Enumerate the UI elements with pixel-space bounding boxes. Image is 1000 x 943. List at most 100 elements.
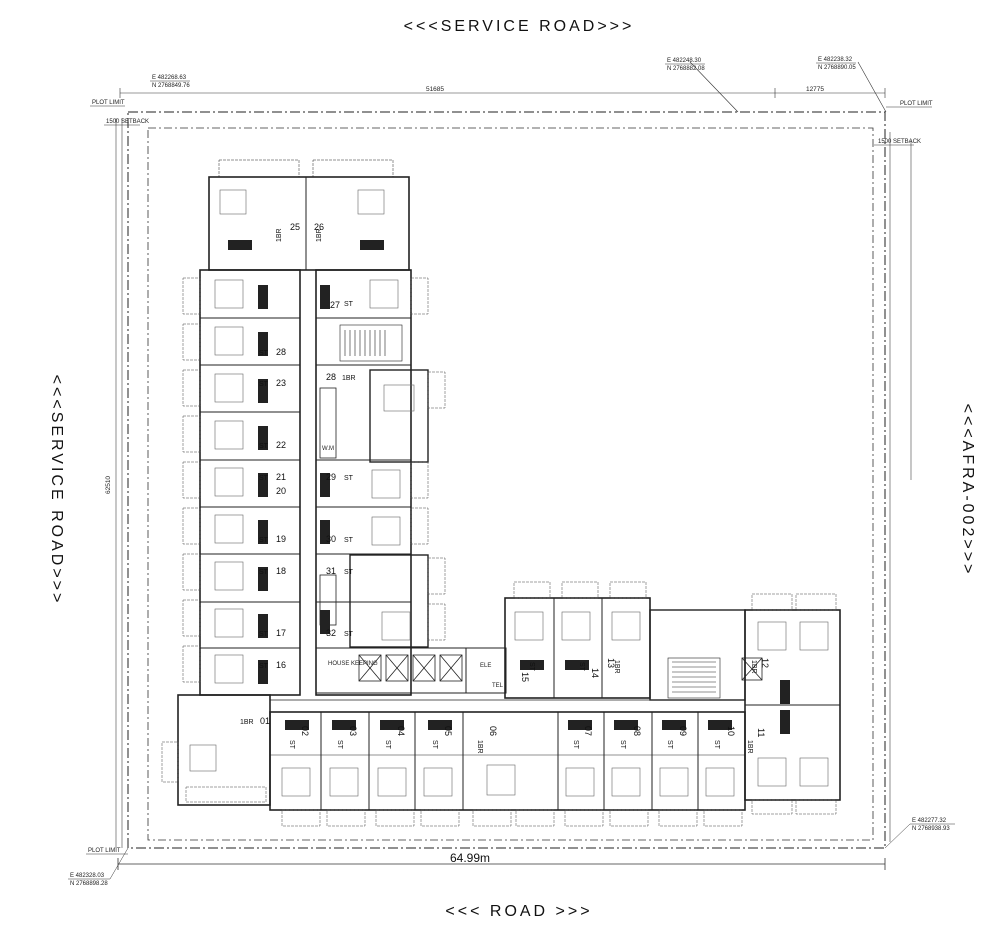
svg-text:N 2768849.76: N 2768849.76 [152, 83, 190, 89]
wm-room-label: W.M [322, 446, 334, 452]
svg-text:N 2768890.05: N 2768890.05 [818, 65, 856, 71]
stair-core-lower [667, 657, 721, 699]
svg-text:ST: ST [259, 569, 269, 576]
building-footprint [177, 159, 841, 811]
svg-text:ST: ST [344, 475, 354, 482]
svg-text:N 2768898.28: N 2768898.28 [70, 881, 108, 887]
unit-08: 08 [632, 726, 642, 736]
studio-labels-bottom-wing: ST ST ST ST ST ST ST ST ST ST 1BR 1BR 1B… [288, 660, 757, 754]
unit-17: 17 [276, 628, 286, 638]
road-label-left: <<<SERVICE ROAD>>> [48, 375, 65, 606]
unit-01: 01 [260, 716, 270, 726]
svg-text:ST: ST [578, 662, 585, 672]
service-room-labels: HOUSE KEEPING ELE TEL W.M [322, 446, 504, 689]
unit-12: 12 [760, 658, 770, 668]
svg-text:PLOT LIMIT: PLOT LIMIT [900, 101, 933, 107]
unit-28-top: 28 [276, 347, 286, 357]
plot-limit-tag-top-left: PLOT LIMIT [90, 100, 125, 107]
svg-text:1BR: 1BR [342, 375, 356, 382]
unit-07: 07 [583, 726, 593, 736]
svg-text:1BR: 1BR [276, 228, 283, 242]
coord-top-left: E 482268.63 N 2768849.76 [150, 75, 190, 89]
road-label-bottom: <<< ROAD >>> [445, 903, 592, 920]
unit-27: 27 [330, 300, 340, 310]
balconies-bottom [281, 581, 837, 827]
svg-text:E 482277.32: E 482277.32 [912, 818, 947, 824]
coord-top-mid: E 482248.30 N 2768882.08 [665, 58, 705, 72]
svg-text:ST: ST [259, 475, 269, 482]
unit-28-1br: 28 [326, 372, 336, 382]
unit-06: 06 [488, 726, 498, 736]
svg-text:ST: ST [344, 537, 354, 544]
svg-text:N 2768882.08: N 2768882.08 [667, 66, 705, 72]
unit-05: 05 [443, 726, 453, 736]
unit-30: 30 [326, 534, 336, 544]
dimension-bottom: 64.99m [450, 851, 490, 865]
setback-tag-top-left: 1500 SETBACK [104, 119, 149, 126]
unit-11: 11 [756, 728, 766, 737]
unit-20: 20 [276, 486, 286, 496]
svg-text:1BR: 1BR [613, 660, 620, 674]
svg-text:1BR: 1BR [240, 719, 254, 726]
unit-16: 16 [276, 660, 286, 670]
stair-core-upper [339, 324, 403, 362]
coord-bottom-right: E 482277.32 N 2768938.93 [884, 818, 955, 849]
svg-text:ST: ST [713, 740, 720, 750]
svg-text:PLOT LIMIT: PLOT LIMIT [88, 848, 121, 854]
dimension-left: 62510 [105, 476, 112, 494]
svg-text:ST: ST [344, 301, 354, 308]
unit-03: 03 [348, 726, 358, 736]
furniture-outlines [189, 189, 829, 797]
svg-text:ST: ST [384, 740, 391, 750]
studio-labels-left-wing: ST ST ST ST ST ST ST ST ST ST ST ST ST 1… [240, 228, 356, 726]
svg-text:PLOT LIMIT: PLOT LIMIT [92, 100, 125, 106]
svg-text:ST: ST [259, 350, 269, 357]
setback-line [147, 127, 874, 841]
svg-text:ST: ST [619, 740, 626, 750]
plot-limit-tag-bottom-left: PLOT LIMIT [86, 848, 128, 855]
svg-text:E 482238.32: E 482238.32 [818, 57, 853, 63]
house-keeping-label: HOUSE KEEPING [328, 661, 378, 667]
unit-29: 29 [326, 472, 336, 482]
unit-21: 21 [276, 472, 286, 482]
road-label-right: <<<AFRA-002>>> [959, 404, 976, 577]
setback-tag-top-right: 1500 SETBACK [874, 139, 921, 146]
unit-partitions [200, 317, 840, 810]
svg-text:E 482248.30: E 482248.30 [667, 58, 702, 64]
unit-13: 13 [606, 658, 616, 668]
ele-room-label: ELE [480, 663, 491, 669]
svg-text:N 2768938.93: N 2768938.93 [912, 826, 950, 832]
svg-text:1BR: 1BR [746, 740, 753, 754]
unit-19: 19 [276, 534, 286, 544]
interior-fixtures [228, 240, 790, 734]
unit-22: 22 [276, 440, 286, 450]
unit-labels-left-wing: 25 26 27 28 23 22 21 20 29 19 30 18 31 1… [260, 222, 340, 726]
svg-text:ST: ST [666, 740, 673, 750]
svg-text:ST: ST [259, 381, 269, 388]
unit-09: 09 [678, 726, 688, 736]
svg-text:ST: ST [336, 740, 343, 750]
unit-15: 15 [520, 672, 530, 682]
balconies-left [161, 277, 446, 803]
tel-room-label: TEL [492, 683, 504, 689]
unit-02: 02 [300, 726, 310, 736]
corridors [270, 270, 745, 713]
unit-25: 25 [290, 222, 300, 232]
svg-text:ST: ST [259, 663, 269, 670]
unit-26: 26 [314, 222, 324, 232]
plot-limit-tag-top-right: PLOT LIMIT [886, 101, 933, 108]
road-label-top: <<<SERVICE ROAD>>> [404, 18, 635, 35]
unit-10: 10 [726, 726, 736, 736]
svg-text:ST: ST [259, 443, 269, 450]
svg-text:1BR: 1BR [750, 660, 757, 674]
svg-text:1BR: 1BR [316, 228, 323, 242]
unit-18: 18 [276, 566, 286, 576]
unit-04: 04 [396, 726, 406, 736]
plot-limit-boundary [127, 111, 886, 849]
svg-text:ST: ST [259, 631, 269, 638]
unit-14: 14 [590, 668, 600, 678]
unit-31: 31 [326, 566, 336, 576]
svg-text:E 482328.03: E 482328.03 [70, 873, 105, 879]
lift-shafts [319, 387, 763, 682]
